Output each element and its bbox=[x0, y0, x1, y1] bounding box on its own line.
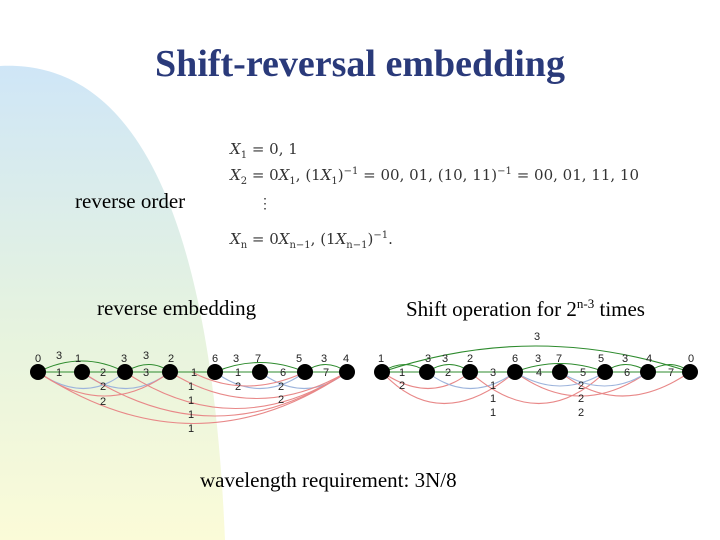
node-label: 3 bbox=[143, 350, 149, 362]
wavelength-requirement: wavelength requirement: 3N/8 bbox=[200, 468, 457, 492]
reverse-order-label: reverse order bbox=[75, 189, 186, 213]
stack-label: 1 bbox=[188, 423, 194, 435]
shift-prefix: Shift operation for 2 bbox=[406, 297, 577, 321]
arc-label: 3 bbox=[143, 367, 149, 379]
stack-label: 2 bbox=[578, 407, 584, 419]
shift-operation-label: Shift operation for 2n-3 times bbox=[406, 296, 645, 322]
node-label: 3 bbox=[121, 353, 127, 365]
shift-operation-diagram: 3 1 3 3 2 6 3 7 5 3 4 0 1 2 2 3 4 5 6 7 … bbox=[374, 331, 698, 419]
extra-label: 2 bbox=[278, 394, 284, 406]
arc-label: 2 bbox=[100, 396, 106, 408]
stack-label: 2 bbox=[578, 380, 584, 392]
node-label: 3 bbox=[442, 353, 448, 365]
top-arc-label: 3 bbox=[534, 331, 540, 343]
node-label: 7 bbox=[556, 353, 562, 365]
slide-title: Shift-reversal embedding bbox=[155, 43, 565, 85]
node-label: 3 bbox=[535, 353, 541, 365]
arc-label: 1 bbox=[56, 367, 62, 379]
node-label: 3 bbox=[425, 353, 431, 365]
node-label: 6 bbox=[512, 353, 518, 365]
node-label: 1 bbox=[75, 353, 81, 365]
node-label: 3 bbox=[622, 353, 628, 365]
xn-zero: 0 bbox=[269, 230, 279, 248]
x2-rhs: 00, 01, (10, 11) bbox=[380, 166, 498, 184]
arc-label: 4 bbox=[536, 367, 542, 379]
node-label: 3 bbox=[56, 350, 62, 362]
arc-label: 2 bbox=[399, 380, 405, 392]
stack-label: 1 bbox=[490, 393, 496, 405]
arc-label: 2 bbox=[100, 367, 106, 379]
arc-label: 1 bbox=[399, 367, 405, 379]
arc-label: 2 bbox=[100, 381, 106, 393]
node-label: 4 bbox=[646, 353, 652, 365]
stack-label: 1 bbox=[188, 381, 194, 393]
arc-label: 3 bbox=[490, 367, 496, 379]
node-label: 2 bbox=[467, 353, 473, 365]
x1-rhs: 0, 1 bbox=[269, 140, 298, 158]
shift-suffix: times bbox=[594, 297, 645, 321]
node-label: 5 bbox=[598, 353, 604, 365]
reverse-embedding-diagram: 0 3 1 3 3 2 6 3 7 5 3 4 1 2 2 3 1 1 6 7 … bbox=[30, 350, 355, 435]
stack-label: 1 bbox=[490, 407, 496, 419]
node-label: 4 bbox=[343, 353, 349, 365]
node-label: 1 bbox=[378, 353, 384, 365]
stack-label: 1 bbox=[490, 380, 496, 392]
extra-label: 2 bbox=[278, 381, 284, 393]
x2-zero: 0 bbox=[269, 166, 279, 184]
node-label: 0 bbox=[688, 353, 694, 365]
arc-label: 1 bbox=[235, 367, 241, 379]
node-label: 6 bbox=[212, 353, 218, 365]
stack-label: 2 bbox=[578, 393, 584, 405]
equation-x2: X2 = 0X1, (1X1)−1 = 00, 01, (10, 11)−1 =… bbox=[230, 166, 639, 187]
reverse-embedding-label: reverse embedding bbox=[97, 296, 257, 320]
arc-label: 6 bbox=[280, 367, 286, 379]
stack-label: 1 bbox=[188, 395, 194, 407]
arc-label: 6 bbox=[624, 367, 630, 379]
shift-exponent: n-3 bbox=[576, 296, 595, 311]
arc-label: 1 bbox=[191, 367, 197, 379]
x2-rhs2: 00, 01, 11, 10 bbox=[534, 166, 639, 184]
equation-xn: Xn = 0Xn−1, (1Xn−1)−1. bbox=[230, 230, 393, 251]
arc-label: 2 bbox=[235, 381, 241, 393]
arc-label: 2 bbox=[445, 367, 451, 379]
arc-label: 7 bbox=[323, 367, 329, 379]
arc-label: 5 bbox=[580, 367, 586, 379]
node-label: 3 bbox=[321, 353, 327, 365]
node-label: 3 bbox=[233, 353, 239, 365]
node-label: 7 bbox=[255, 353, 261, 365]
node-label: 0 bbox=[35, 353, 41, 365]
stack-label: 1 bbox=[188, 409, 194, 421]
equation-x1: X1 = 0, 1 bbox=[230, 140, 298, 161]
arc-label: 7 bbox=[668, 367, 674, 379]
node-label: 5 bbox=[296, 353, 302, 365]
vertical-ellipsis: ⋮ bbox=[258, 196, 272, 212]
node-label: 2 bbox=[168, 353, 174, 365]
